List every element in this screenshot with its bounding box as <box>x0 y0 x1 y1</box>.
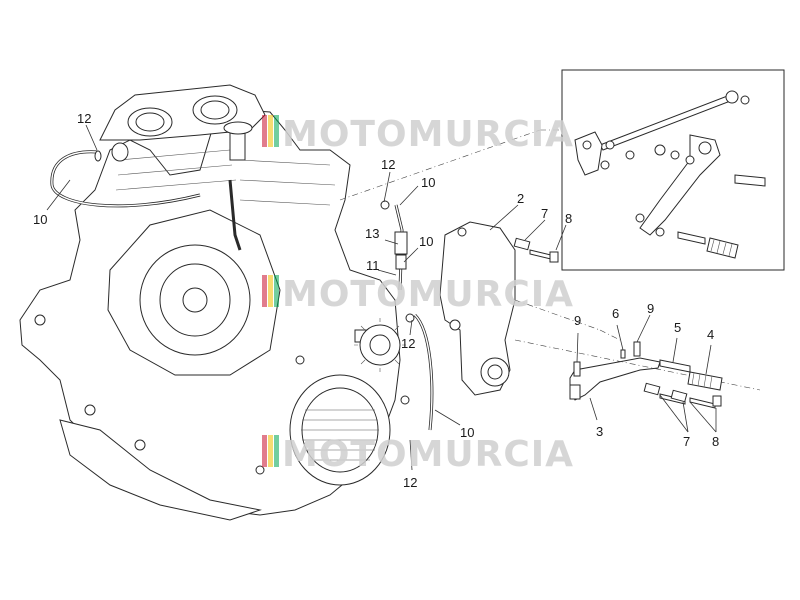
gear-linkage-inset <box>339 69 785 271</box>
callout-labels: 12 10 12 10 2 7 8 13 10 11 12 10 12 9 6 … <box>33 111 719 490</box>
callout-2: 2 <box>517 191 524 206</box>
watermark-flag <box>262 435 267 467</box>
watermark-flag-stripe <box>268 435 273 467</box>
watermark-logo-bottom: MOTOMURCIA <box>262 434 574 475</box>
callout-11: 11 <box>366 258 380 273</box>
callout-4: 4 <box>707 327 714 342</box>
callout-8: 8 <box>712 434 719 449</box>
callout-10: 10 <box>460 425 474 440</box>
front-sprocket <box>354 318 406 372</box>
watermark-text: MOTOMURCIA <box>282 114 574 155</box>
callout-12: 12 <box>77 111 91 126</box>
gear-shift-lever <box>514 299 761 409</box>
watermark-text: MOTOMURCIA <box>282 274 574 315</box>
callout-7: 7 <box>683 434 690 449</box>
watermark-flag <box>262 275 267 307</box>
watermark-flag-stripe <box>268 115 273 147</box>
hoses <box>50 150 434 431</box>
callout-10: 10 <box>419 234 433 249</box>
watermark-flag-stripe <box>274 115 279 147</box>
callout-5: 5 <box>674 320 681 335</box>
callout-12: 12 <box>403 475 417 490</box>
callout-8: 8 <box>565 211 572 226</box>
sprocket-cover <box>439 221 516 396</box>
watermark-flag-stripe <box>268 275 273 307</box>
watermark-flag-stripe <box>274 275 279 307</box>
hose-clamps <box>94 142 415 405</box>
callout-10: 10 <box>421 175 435 190</box>
watermark-flag <box>262 115 267 147</box>
callout-9: 9 <box>574 313 581 328</box>
callout-7: 7 <box>541 206 548 221</box>
callout-6: 6 <box>612 306 619 321</box>
leader-lines <box>46 124 717 471</box>
callout-10: 10 <box>33 212 47 227</box>
callout-13: 13 <box>365 226 379 241</box>
watermark-logo-top: MOTOMURCIA <box>262 114 574 155</box>
callout-12: 12 <box>401 336 415 351</box>
watermark-logo-middle: MOTOMURCIA <box>262 274 574 315</box>
cover-bolts <box>513 237 559 263</box>
callout-12: 12 <box>381 157 395 172</box>
watermark-text: MOTOMURCIA <box>282 434 574 475</box>
watermark-flag-stripe <box>274 435 279 467</box>
callout-3: 3 <box>596 424 603 439</box>
engine-block <box>19 84 401 521</box>
callout-9: 9 <box>647 301 654 316</box>
